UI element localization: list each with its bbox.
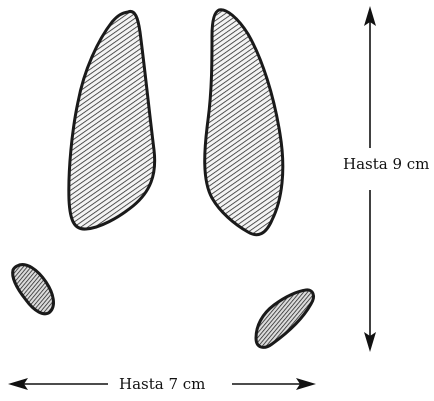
left-hoof-print bbox=[69, 11, 155, 229]
width-label: Hasta 7 cm bbox=[116, 375, 208, 393]
height-dimension-arrow bbox=[364, 6, 376, 352]
right-hoof-print bbox=[205, 10, 283, 235]
height-label: Hasta 9 cm bbox=[341, 155, 431, 173]
right-dewclaw-print bbox=[256, 290, 313, 347]
left-dewclaw-print bbox=[13, 265, 54, 314]
